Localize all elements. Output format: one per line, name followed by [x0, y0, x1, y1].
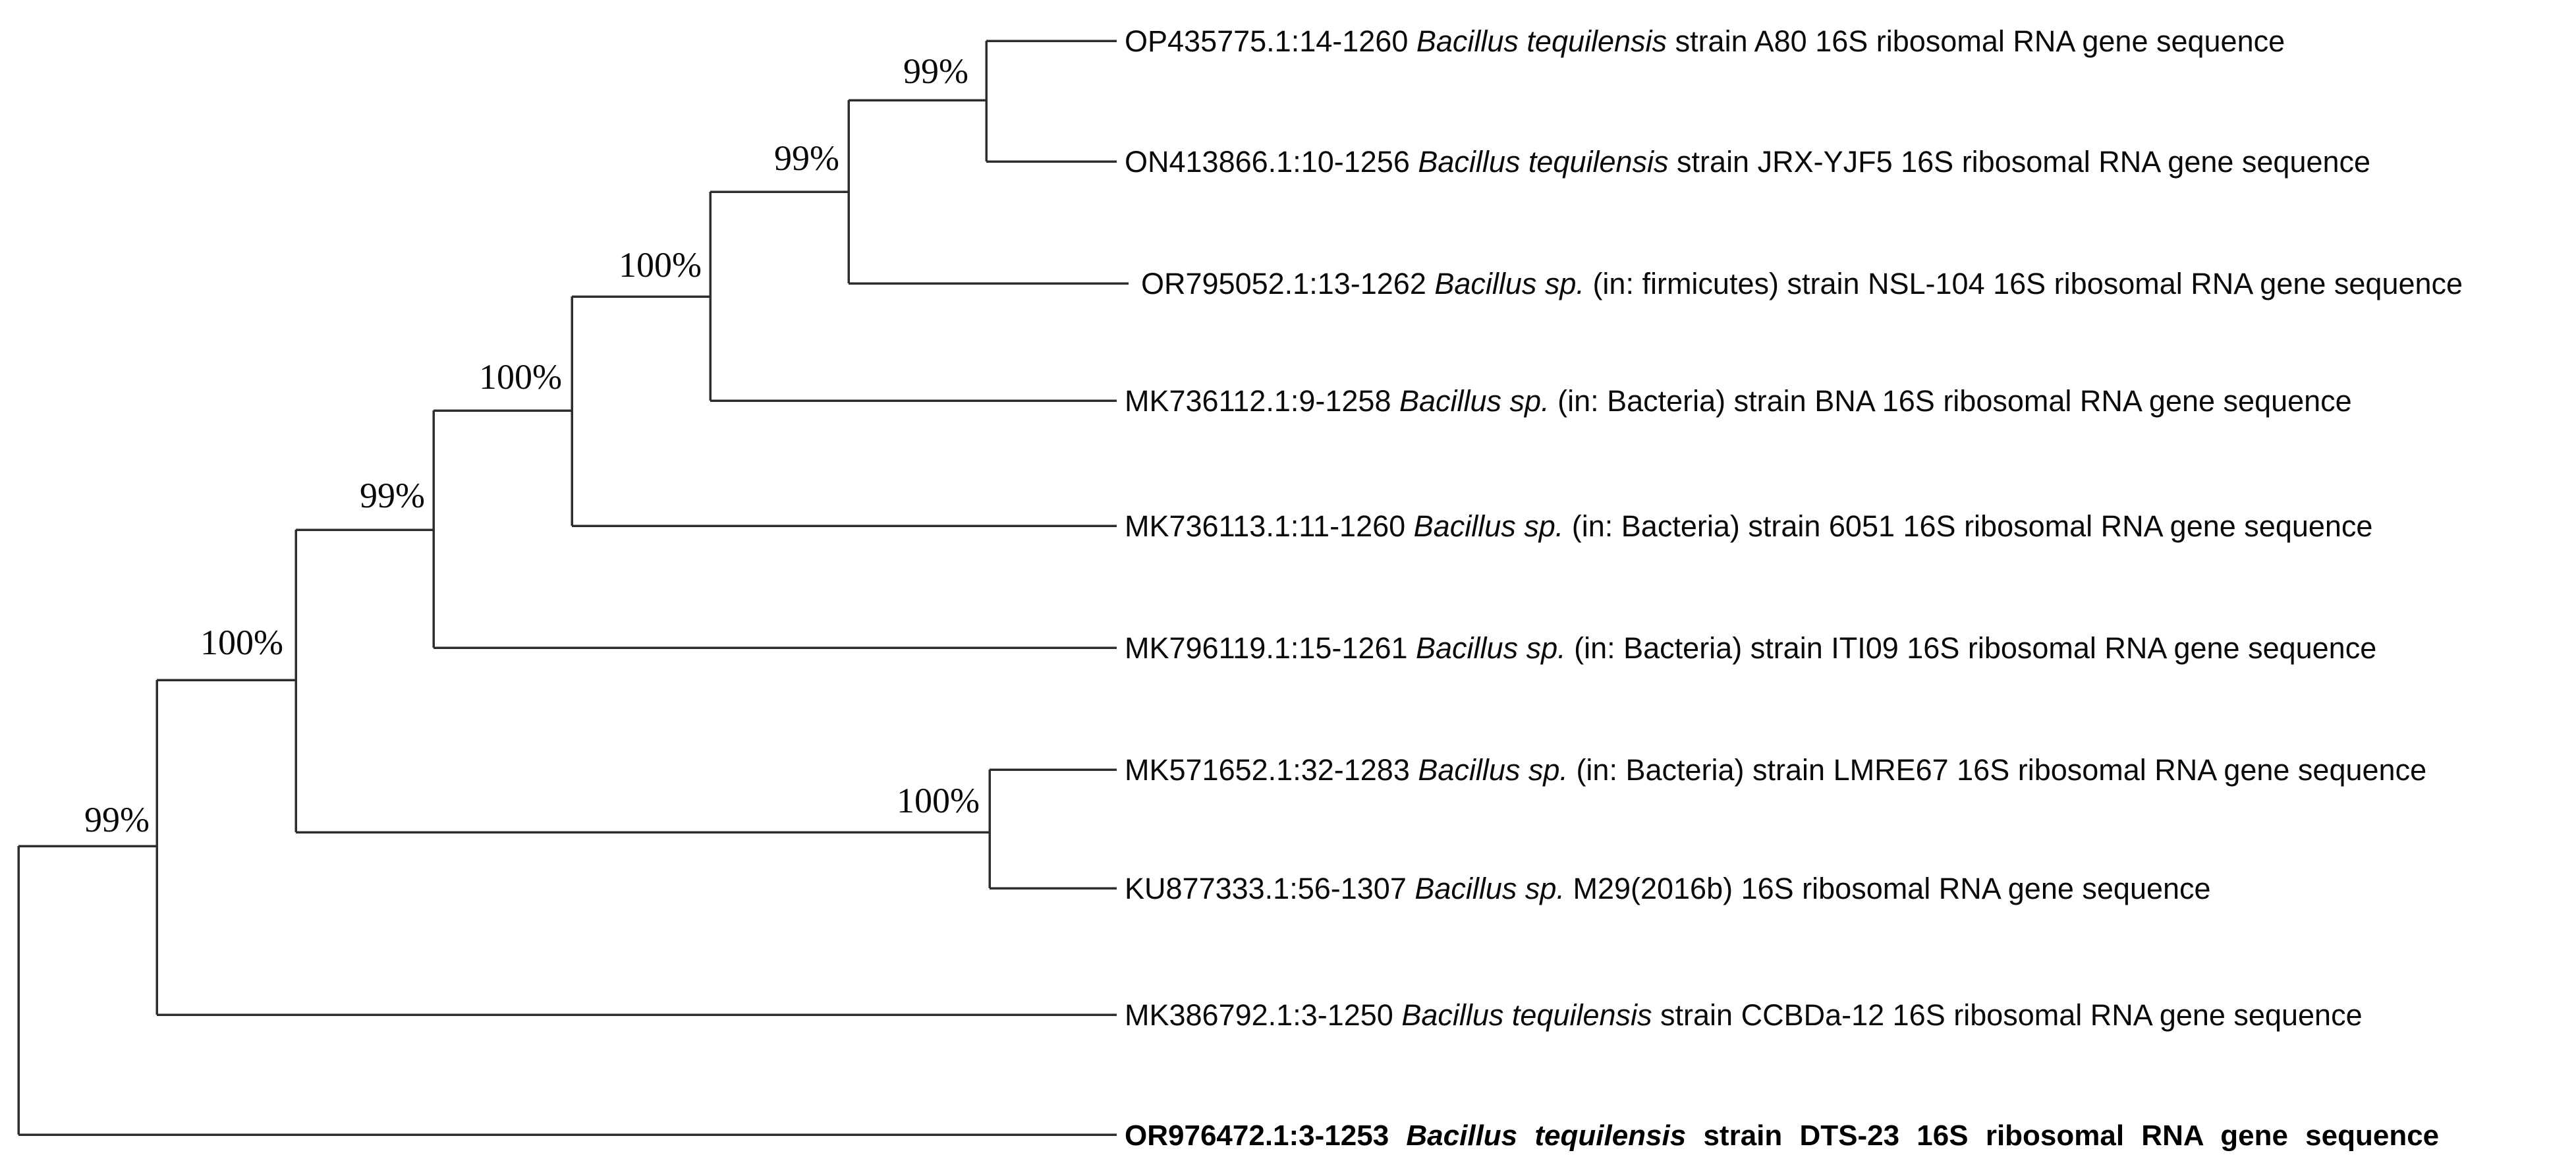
bootstrap-value: 100%	[897, 781, 980, 820]
taxon-label-ku877333: KU877333.1:56-1307 Bacillus sp. M29(2016…	[1125, 872, 2211, 905]
bootstrap-value: 100%	[200, 623, 283, 662]
tree-branches	[17, 40, 1129, 1136]
taxon-label-mk736113: MK736113.1:11-1260 Bacillus sp. (in: Bac…	[1125, 509, 2372, 543]
taxon-label-mk796119: MK796119.1:15-1261 Bacillus sp. (in: Bac…	[1125, 631, 2376, 665]
bootstrap-value: 99%	[903, 51, 968, 91]
taxon-label-mk571652: MK571652.1:32-1283 Bacillus sp. (in: Bac…	[1125, 753, 2426, 787]
bootstrap-value: 100%	[619, 245, 702, 285]
taxon-label-op435775: OP435775.1:14-1260 Bacillus tequilensis …	[1125, 24, 2285, 58]
taxon-label-on413866: ON413866.1:10-1256 Bacillus tequilensis …	[1125, 145, 2370, 179]
taxon-label-mk736112: MK736112.1:9-1258 Bacillus sp. (in: Bact…	[1125, 384, 2352, 418]
bootstrap-labels: 99% 99% 100% 100% 99% 100% 100% 99%	[84, 51, 980, 839]
bootstrap-value: 99%	[84, 800, 150, 839]
bootstrap-value: 99%	[774, 138, 839, 178]
bootstrap-value: 100%	[479, 357, 562, 397]
taxon-labels: OP435775.1:14-1260 Bacillus tequilensis …	[1125, 24, 2463, 1152]
bootstrap-value: 99%	[360, 476, 425, 515]
taxon-label-or976472-query: OR976472.1:3-1253 Bacillus tequilensis s…	[1125, 1119, 2439, 1152]
taxon-label-mk386792: MK386792.1:3-1250 Bacillus tequilensis s…	[1125, 998, 2363, 1032]
taxon-label-or795052: OR795052.1:13-1262 Bacillus sp. (in: fir…	[1141, 267, 2463, 300]
